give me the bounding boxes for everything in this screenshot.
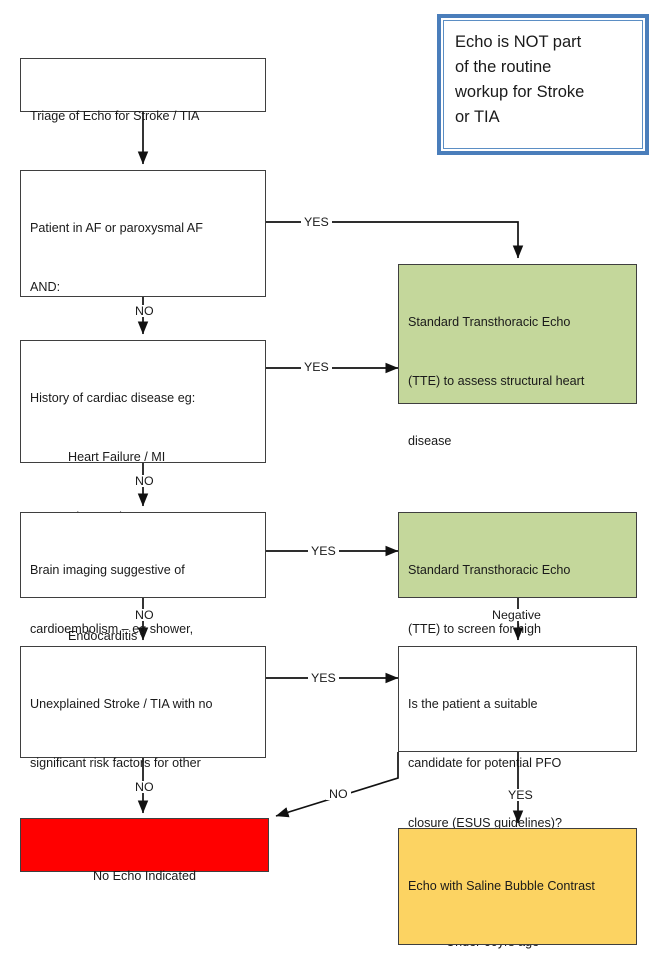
edge-label-unexplained-yes: YES (308, 672, 339, 684)
edge-label-af-no: NO (132, 305, 157, 317)
node-bubble-line-1: Echo with Saline Bubble Contrast (408, 878, 595, 893)
node-no-echo-line-1: No Echo Indicated (93, 868, 196, 883)
callout-box: Echo is NOT part of the routine workup f… (437, 14, 649, 155)
node-start[interactable]: Triage of Echo for Stroke / TIA (20, 58, 266, 123)
node-pfo-line-1: Is the patient a suitable (408, 696, 538, 711)
edge-label-af-yes: YES (301, 216, 332, 228)
node-bubble-spacer (408, 936, 627, 955)
node-unexplained-line-1: Unexplained Stroke / TIA with no (30, 696, 213, 711)
edge-label-tte-screen-negative: Negative (489, 609, 544, 621)
node-brain-line-1: Brain imaging suggestive of (30, 562, 185, 577)
node-tte-structural-line-1: Standard Transthoracic Echo (408, 314, 571, 329)
node-pfo-line-2: candidate for potential PFO (408, 756, 562, 771)
node-tte-structural-line-2: (TTE) to assess structural heart (408, 374, 585, 389)
node-cardiac-history-decision[interactable]: History of cardiac disease eg: Heart Fai… (20, 340, 266, 643)
node-pfo-line-3: closure (ESUS guidelines)? (408, 816, 562, 831)
node-tte-screen[interactable]: Standard Transthoracic Echo (TTE) to scr… (398, 512, 637, 696)
node-af-line-1: Patient in AF or paroxysmal AF (30, 220, 203, 235)
callout-line-3: workup for Stroke (455, 83, 585, 102)
node-tte-structural[interactable]: Standard Transthoracic Echo (TTE) to ass… (398, 264, 637, 448)
node-saline-bubble-echo[interactable]: Echo with Saline Bubble Contrast Referra… (398, 828, 637, 945)
callout-line-4: or TIA (455, 108, 500, 127)
callout-text: Echo is NOT part of the routine workup f… (443, 20, 643, 149)
node-brain-imaging-decision[interactable]: Brain imaging suggestive of cardioemboli… (20, 512, 266, 696)
node-brain-line-2: cardioembolism – eg shower, (30, 622, 194, 637)
edge-label-cardiac-yes: YES (301, 361, 332, 373)
edge-label-brain-yes: YES (308, 545, 339, 557)
edge-label-unexplained-no: NO (132, 781, 157, 793)
node-pfo-decision[interactable]: Is the patient a suitable candidate for … (398, 646, 637, 949)
edge-label-pfo-yes: YES (505, 789, 536, 801)
node-start-line-1: Triage of Echo for Stroke / TIA (30, 108, 200, 123)
node-tte-structural-line-3: disease (408, 434, 452, 449)
node-af-line-2: AND: (30, 280, 61, 295)
node-tte-screen-line-1: Standard Transthoracic Echo (408, 562, 571, 577)
node-af-decision[interactable]: Patient in AF or paroxysmal AF AND: The … (20, 170, 266, 414)
callout-line-1: Echo is NOT part (455, 33, 582, 51)
node-cardiac-line-2: Heart Failure / MI (68, 450, 166, 465)
node-tte-screen-line-2: (TTE) to screen for high (408, 622, 541, 637)
node-cardiac-line-1: History of cardiac disease eg: (30, 390, 196, 405)
node-no-echo-indicated[interactable]: No Echo Indicated (20, 818, 269, 883)
edge-label-brain-no: NO (132, 609, 157, 621)
edge-label-pfo-no: NO (326, 788, 351, 800)
node-unexplained-line-2: significant risk factors for other (30, 756, 201, 771)
node-cardiac-line-5: Endocarditis (68, 629, 138, 644)
node-unexplained-stroke-decision[interactable]: Unexplained Stroke / TIA with no signifi… (20, 646, 266, 830)
edge-label-cardiac-no: NO (132, 475, 157, 487)
callout-line-2: of the routine (455, 58, 552, 77)
